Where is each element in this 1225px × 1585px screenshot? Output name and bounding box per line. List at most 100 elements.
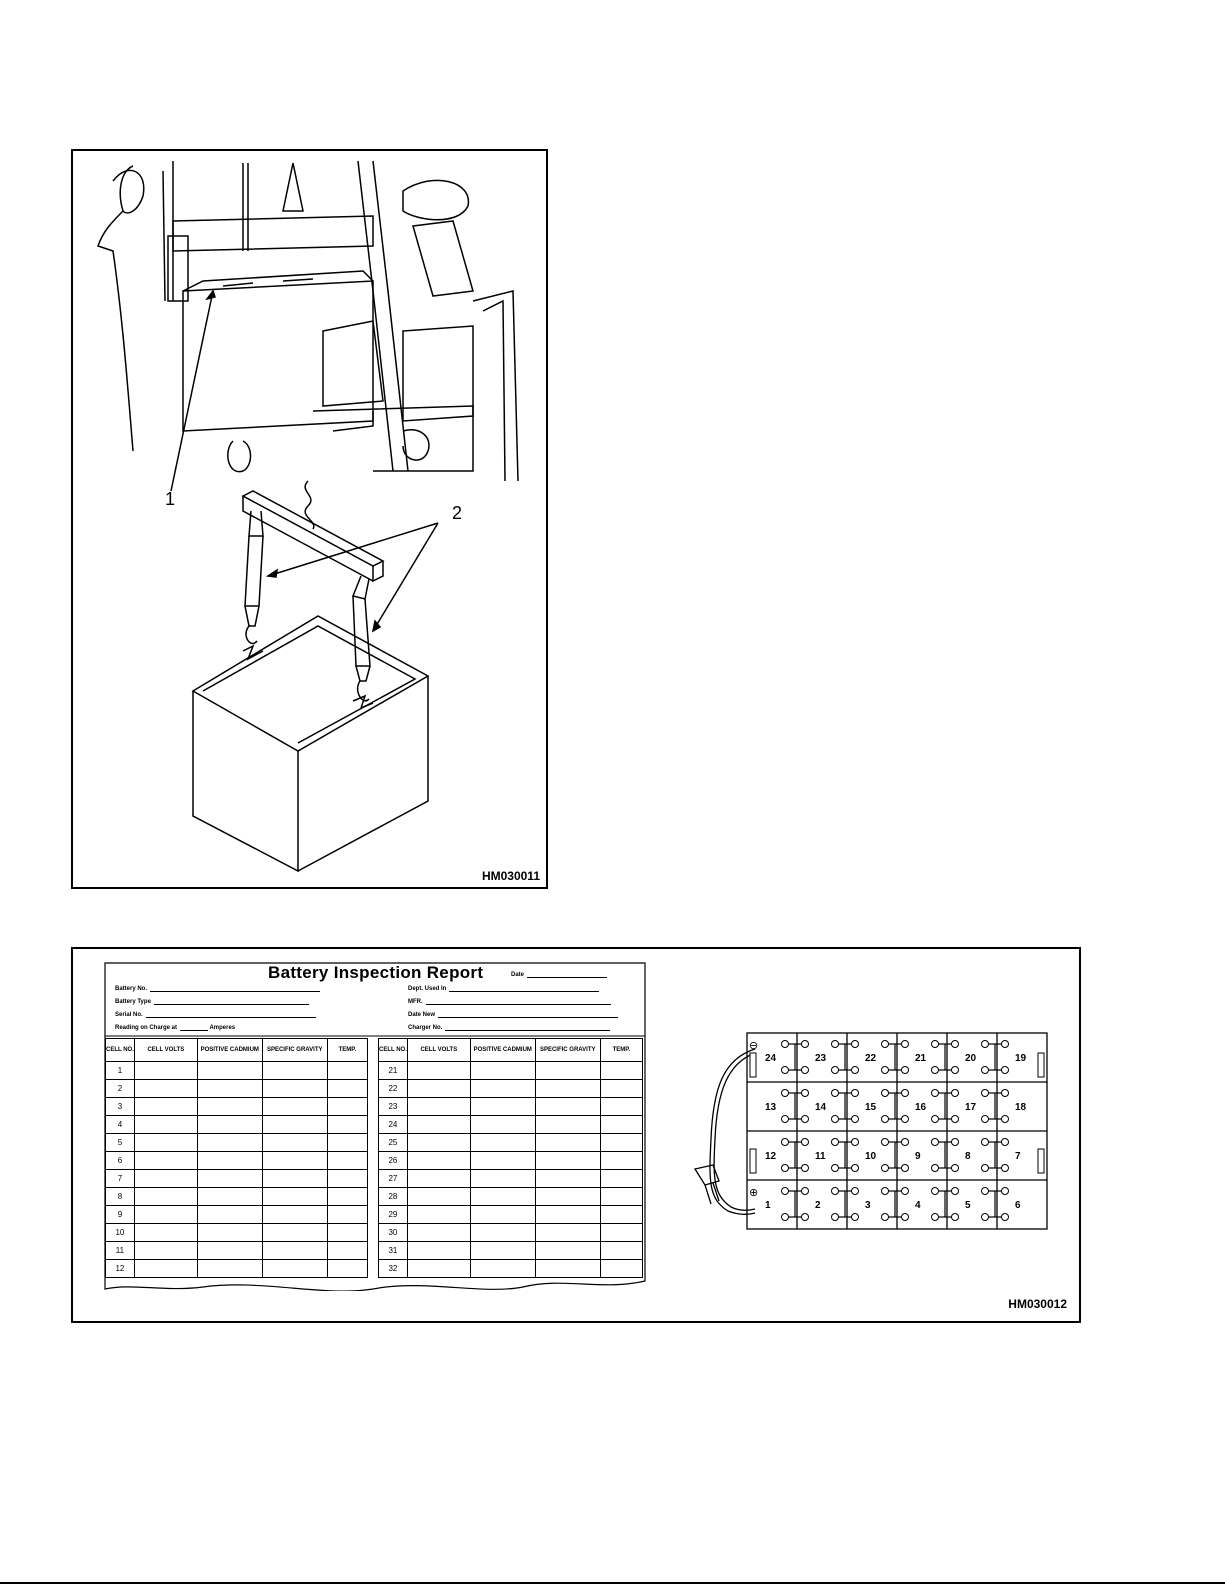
table-cell (534, 1205, 601, 1224)
cell-label: 10 (865, 1151, 877, 1162)
table-row: 10 (105, 1223, 369, 1242)
terminal-post (831, 1213, 839, 1221)
terminal-post (851, 1187, 859, 1195)
table-row: 22 (378, 1079, 644, 1098)
terminal-post (881, 1213, 889, 1221)
terminal-post (881, 1066, 889, 1074)
cell-number: 6 (105, 1151, 135, 1170)
cell-number: 30 (378, 1223, 408, 1242)
cell-number: 9 (105, 1205, 135, 1224)
terminal-post (931, 1089, 939, 1097)
table-row: 24 (378, 1115, 644, 1134)
terminal-post (951, 1089, 959, 1097)
table-cell (534, 1133, 601, 1152)
terminal-post (801, 1089, 809, 1097)
terminal-post (1001, 1138, 1009, 1146)
table-row: 9 (105, 1205, 369, 1224)
table-row: 7 (105, 1169, 369, 1188)
table-cell (326, 1241, 369, 1260)
table-cell (326, 1259, 369, 1278)
table-cell (133, 1169, 198, 1188)
table-cell (133, 1223, 198, 1242)
table-cell (469, 1133, 536, 1152)
cell-number: 26 (378, 1151, 408, 1170)
terminal-post (931, 1040, 939, 1048)
header-positive-cadmium: POSITIVE CADMIUM (469, 1038, 536, 1062)
cell-number: 24 (378, 1115, 408, 1134)
terminal-post (851, 1164, 859, 1172)
terminal-post (901, 1115, 909, 1123)
battery-lifting-illustration (97, 160, 519, 873)
terminal-post (951, 1164, 959, 1172)
table-cell (599, 1151, 644, 1170)
table-cell (196, 1061, 263, 1080)
table-row: 32 (378, 1259, 644, 1278)
table-cell (196, 1205, 263, 1224)
terminal-post (981, 1040, 989, 1048)
table-cell (261, 1241, 328, 1260)
table-row: 30 (378, 1223, 644, 1242)
cell-number: 2 (105, 1079, 135, 1098)
table-row: 21 (378, 1061, 644, 1080)
table-cell (406, 1133, 471, 1152)
table-cell (534, 1169, 601, 1188)
terminal-post (881, 1138, 889, 1146)
table-row: 1 (105, 1061, 369, 1080)
table-cell (133, 1205, 198, 1224)
figure-code: HM030012 (1008, 1297, 1067, 1311)
terminal-post (831, 1164, 839, 1172)
table-cell (406, 1079, 471, 1098)
table-cell (261, 1169, 328, 1188)
terminal-post (981, 1089, 989, 1097)
terminal-post (781, 1138, 789, 1146)
table-cell (326, 1151, 369, 1170)
terminal-post (901, 1164, 909, 1172)
table-cell (406, 1169, 471, 1188)
table-cell (534, 1259, 601, 1278)
terminal-post (831, 1138, 839, 1146)
header-temp: TEMP. (599, 1038, 644, 1062)
table-cell (469, 1187, 536, 1206)
report-date: Date (511, 971, 608, 978)
header-positive-cadmium: POSITIVE CADMIUM (196, 1038, 263, 1062)
cell-label: 6 (1015, 1200, 1021, 1211)
terminal-post (931, 1187, 939, 1195)
table-cell (469, 1241, 536, 1260)
table-row: 8 (105, 1187, 369, 1206)
table-cell (469, 1097, 536, 1116)
table-cell (469, 1061, 536, 1080)
field-dept-used-in: Dept. Used In (408, 985, 600, 992)
terminal-post (781, 1066, 789, 1074)
table-cell (196, 1133, 263, 1152)
terminal-post (951, 1187, 959, 1195)
table-cell (406, 1241, 471, 1260)
end-link (749, 1052, 757, 1078)
table-cell (469, 1115, 536, 1134)
terminal-post (801, 1138, 809, 1146)
positive-terminal: ⊕ (749, 1187, 758, 1199)
negative-terminal: ⊖ (749, 1040, 758, 1052)
field-serial-no: Serial No. (115, 1011, 316, 1018)
field-battery-type: Battery Type (115, 998, 309, 1005)
table-cell (326, 1223, 369, 1242)
terminal-post (951, 1138, 959, 1146)
terminal-post (881, 1164, 889, 1172)
cell-number: 1 (105, 1061, 135, 1080)
cell-number: 29 (378, 1205, 408, 1224)
table-cell (469, 1079, 536, 1098)
terminal-post (951, 1040, 959, 1048)
terminal-post (781, 1115, 789, 1123)
terminal-post (801, 1213, 809, 1221)
table-cell (196, 1151, 263, 1170)
cell-number: 3 (105, 1097, 135, 1116)
table-cell (406, 1223, 471, 1242)
cell-label: 24 (765, 1053, 777, 1064)
table-cell (599, 1241, 644, 1260)
table-cell (326, 1187, 369, 1206)
table-cell (469, 1205, 536, 1224)
table-row: 26 (378, 1151, 644, 1170)
terminal-post (951, 1213, 959, 1221)
terminal-post (781, 1089, 789, 1097)
cell-number: 31 (378, 1241, 408, 1260)
cell-label: 8 (965, 1151, 971, 1162)
